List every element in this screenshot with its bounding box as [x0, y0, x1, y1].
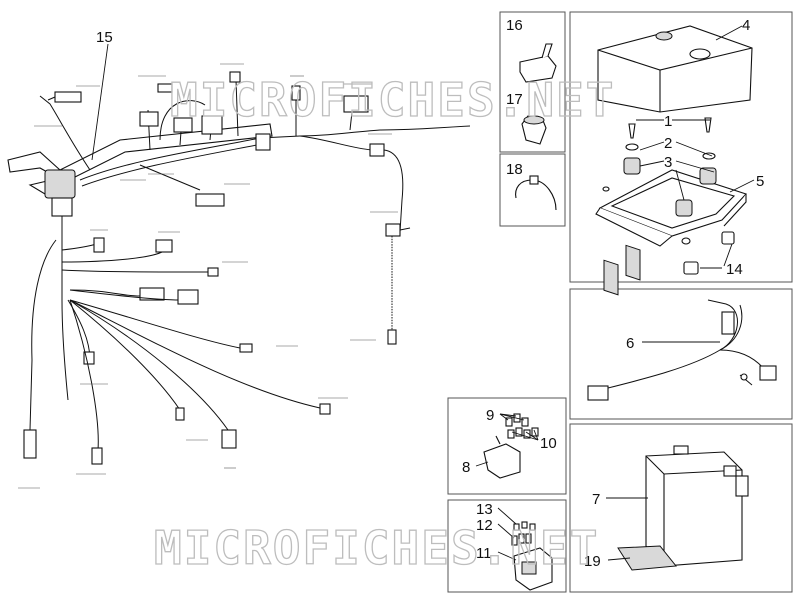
panel-harness-6 — [569, 288, 793, 420]
callout-7: 7 — [592, 491, 600, 508]
watermark-top: MICROFICHES.NET — [170, 73, 615, 127]
main-wiring-harness — [7, 63, 471, 489]
callout-19: 19 — [584, 553, 601, 570]
connector-16 — [519, 43, 557, 83]
fuse-box-11 — [513, 547, 553, 591]
panel-battery — [569, 423, 793, 593]
callout-6: 6 — [626, 335, 634, 352]
leader-lines — [91, 25, 755, 561]
callout-numbers: 15 16 17 18 4 1 2 3 5 14 6 9 10 8 7 13 1… — [96, 17, 764, 570]
callout-13: 13 — [476, 501, 493, 518]
rubber-blocks-14 — [683, 231, 735, 275]
callout-3: 3 — [664, 154, 672, 171]
callout-15: 15 — [96, 29, 113, 46]
callout-5: 5 — [756, 173, 764, 190]
callout-4: 4 — [742, 17, 750, 34]
watermark-bottom: MICROFICHES.NET — [154, 521, 599, 575]
fuse-holder-8 — [483, 435, 521, 479]
panel-16-17 — [499, 11, 566, 153]
harness-6 — [587, 299, 777, 401]
fuses-9-10 — [505, 413, 539, 439]
callout-14: 14 — [726, 261, 743, 278]
callout-8: 8 — [462, 459, 470, 476]
callout-16: 16 — [506, 17, 523, 34]
callout-12: 12 — [476, 517, 493, 534]
callout-11: 11 — [476, 545, 492, 562]
callout-2: 2 — [664, 135, 672, 152]
panel-18 — [499, 153, 566, 227]
battery-7 — [645, 445, 749, 567]
panel-boxes — [447, 11, 793, 593]
callout-1: 1 — [664, 113, 672, 130]
wiring-labels — [18, 63, 398, 489]
callout-17: 17 — [506, 91, 523, 108]
cable-tie-18 — [515, 175, 557, 211]
battery-pad-19 — [617, 545, 677, 571]
cap-17 — [521, 115, 547, 145]
panel-fuses-11 — [447, 499, 567, 593]
callout-10: 10 — [540, 435, 557, 452]
callout-9: 9 — [486, 407, 494, 424]
ecu-unit — [597, 25, 753, 296]
fuses-12-13 — [511, 521, 536, 546]
callout-18: 18 — [506, 161, 523, 178]
panel-ecu — [569, 11, 793, 283]
panel-fuses-8 — [447, 397, 567, 495]
